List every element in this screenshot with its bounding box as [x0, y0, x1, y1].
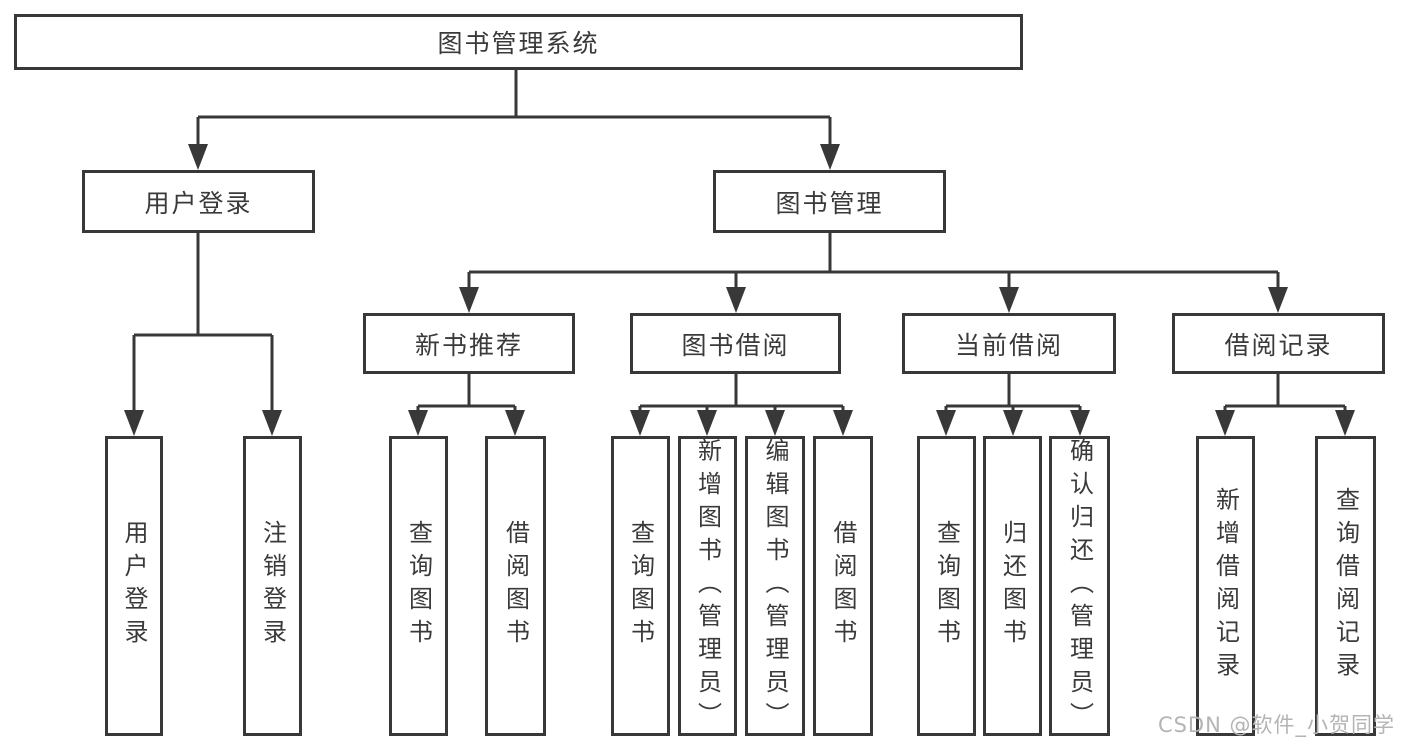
node-label: 新增借阅记录 — [1211, 487, 1240, 685]
leaf-borrow-books: 借阅图书 — [813, 436, 873, 736]
node-library-system: 图书管理系统 — [14, 14, 1023, 70]
leaf-logout: 注销登录 — [243, 436, 302, 736]
node-label: 查询图书 — [404, 520, 433, 652]
node-label: 借阅图书 — [501, 520, 530, 652]
leaf-return-books: 归还图书 — [983, 436, 1042, 736]
node-label: 新增图书（管理员） — [693, 437, 722, 735]
leaf-borrow-books-recommend: 借阅图书 — [485, 436, 546, 736]
node-new-book-recommendation: 新书推荐 — [363, 313, 575, 374]
leaf-add-borrow-record: 新增借阅记录 — [1196, 436, 1255, 736]
node-user-login: 用户登录 — [82, 170, 315, 233]
leaf-query-books-recommend: 查询图书 — [389, 436, 448, 736]
node-label: 查询图书 — [626, 520, 655, 652]
node-label: 编辑图书（管理员） — [761, 437, 789, 735]
leaf-add-books-admin: 新增图书（管理员） — [678, 436, 737, 736]
node-label: 确认归还（管理员） — [1065, 437, 1094, 735]
node-book-management: 图书管理 — [713, 170, 946, 233]
node-label: 查询图书 — [932, 520, 961, 652]
node-label: 图书借阅 — [681, 330, 790, 360]
leaf-query-books-borrow: 查询图书 — [611, 436, 670, 736]
node-label: 借阅记录 — [1224, 330, 1333, 360]
node-label: 新书推荐 — [414, 330, 523, 360]
node-label: 图书管理 — [775, 188, 884, 218]
node-label: 图书管理系统 — [437, 29, 600, 58]
arrow-head-icons — [124, 144, 1355, 436]
node-label: 用户登录 — [120, 520, 148, 652]
node-label: 当前借阅 — [954, 330, 1063, 360]
node-book-borrowing: 图书借阅 — [630, 313, 841, 374]
node-current-borrowing: 当前借阅 — [902, 313, 1116, 374]
node-label: 查询借阅记录 — [1331, 487, 1360, 685]
leaf-confirm-return-admin: 确认归还（管理员） — [1049, 436, 1110, 736]
node-borrowing-records: 借阅记录 — [1172, 313, 1385, 374]
leaf-query-borrow-record: 查询借阅记录 — [1315, 436, 1376, 736]
watermark-text: CSDN @软件_小贺同学 — [1157, 713, 1395, 737]
leaf-query-books-current: 查询图书 — [917, 436, 976, 736]
node-label: 用户登录 — [144, 188, 253, 218]
leaf-user-login: 用户登录 — [105, 436, 163, 736]
node-label: 归还图书 — [998, 520, 1027, 652]
leaf-edit-books-admin: 编辑图书（管理员） — [745, 436, 805, 736]
node-label: 借阅图书 — [829, 520, 857, 652]
node-label: 注销登录 — [258, 520, 287, 652]
